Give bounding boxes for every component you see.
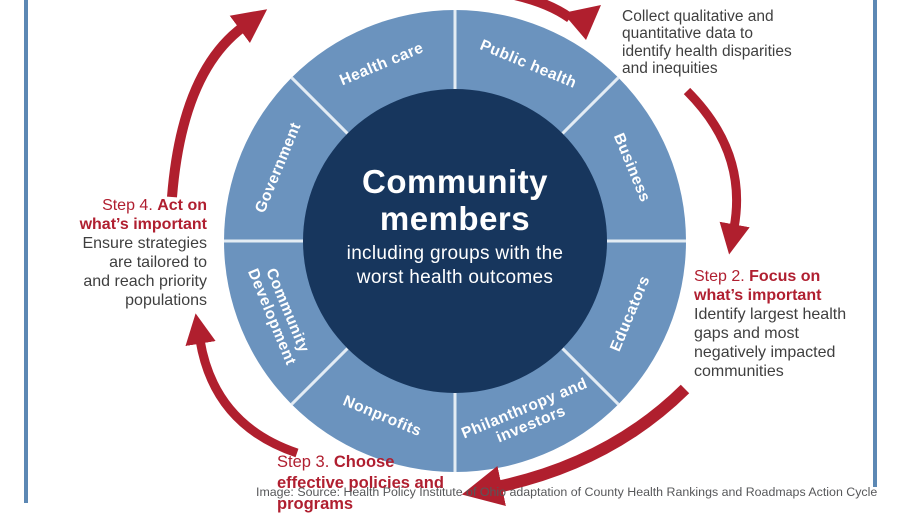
center-text: Community members including groups with … xyxy=(285,163,625,289)
step2-body-line: negatively impacted xyxy=(694,344,836,361)
ring-dividers xyxy=(224,10,686,472)
arrow-to-step1 xyxy=(167,9,268,198)
step2-body-line: Identify largest health xyxy=(694,306,847,323)
step2-body-line: gaps and most xyxy=(694,325,799,342)
arrow-to-step3 xyxy=(461,384,690,506)
step2-heading: Step 2. Focus on xyxy=(694,268,821,285)
arrow-top-clipped-tail xyxy=(513,0,573,23)
step4-heading: Step 4. Act on xyxy=(102,197,207,214)
step1-body-line: identify health disparities xyxy=(622,42,792,60)
step3-heading-line2: effective policies and xyxy=(277,474,444,492)
step3-heading: Step 3. Choose xyxy=(277,453,395,471)
center-circle xyxy=(303,89,607,393)
arrowhead-top-icon xyxy=(563,5,601,40)
step2-heading-line2: what’s important xyxy=(694,287,822,304)
step1-body-line: Collect qualitative and xyxy=(622,7,774,25)
frame-border-right xyxy=(873,0,877,487)
step4-heading-line2: what’s important xyxy=(79,216,207,233)
step1-block: resources Collect qualitative and quanti… xyxy=(622,0,792,78)
step1-body-line: and inequities xyxy=(622,60,718,77)
center-title: Community members xyxy=(362,163,548,237)
image-source-caption: Image: Source: Health Policy Institute o… xyxy=(256,485,878,499)
step4-block: Step 4. Act on what’s important Ensure s… xyxy=(30,196,207,310)
frame-border-left xyxy=(24,0,28,503)
step4-body-line: and reach priority xyxy=(83,273,207,290)
step4-body-line: populations xyxy=(125,292,207,309)
center-subtitle: including groups with the worst health o… xyxy=(346,243,564,288)
step4-body-line: Ensure strategies xyxy=(82,235,207,252)
step2-block: Step 2. Focus on what’s important Identi… xyxy=(694,267,846,381)
step4-body-line: are tailored to xyxy=(109,254,207,271)
step1-body-line: quantitative data to xyxy=(622,25,753,42)
step2-body-line: communities xyxy=(694,363,784,380)
cycle-arrows xyxy=(167,0,750,506)
arrow-to-step2 xyxy=(683,87,750,255)
step1-heading-clipped: resources xyxy=(622,0,792,4)
arrow-to-step4 xyxy=(185,313,299,458)
